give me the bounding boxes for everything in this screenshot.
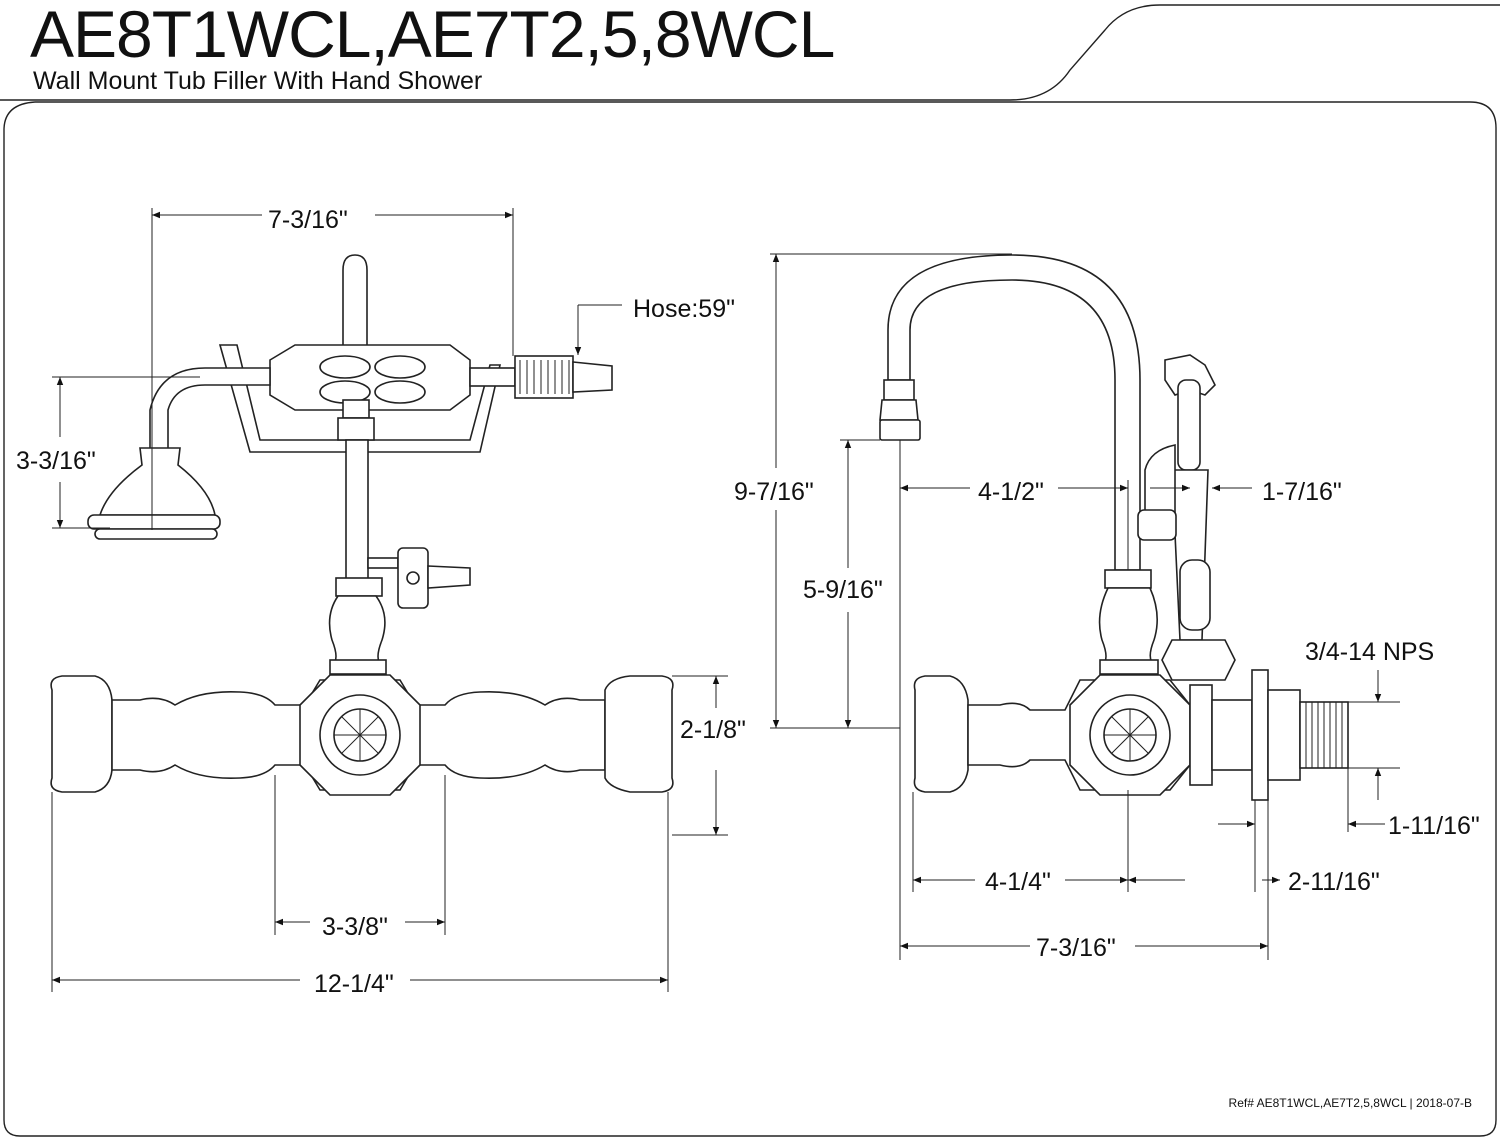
dim-width-top: 7-3/16" (268, 206, 348, 234)
dim-inlet-depth: 2-11/16" (1288, 868, 1380, 896)
dim-handshower-height: 3-3/16" (16, 447, 96, 475)
dim-center-spacing: 3-3/8" (322, 913, 388, 941)
dim-body-height: 2-1/8" (680, 716, 746, 744)
dim-spout-reach: 4-1/2" (978, 478, 1044, 506)
side-view-dimensions: 9-7/16" 5-9/16" 4-1/2" 1-7/16" 3/4-14 NP… (734, 253, 1480, 962)
dim-thread-length: 1-11/16" (1388, 812, 1480, 840)
dim-overall-width: 12-1/4" (314, 970, 394, 998)
reference-footer: Ref# AE8T1WCL,AE7T2,5,8WCL | 2018-07-B (1228, 1096, 1472, 1110)
dim-thread: 3/4-14 NPS (1305, 638, 1434, 666)
front-view (50, 254, 674, 796)
dim-hose: Hose:59" (633, 295, 735, 323)
side-view (879, 254, 1349, 801)
title-frame (0, 4, 1500, 101)
front-view-dimensions: 7-3/16" Hose:59" 3-3/16" 2-1/8" 3-3/8" 1… (16, 206, 746, 998)
dim-spout-height: 5-9/16" (803, 576, 883, 604)
drawing-frame (3, 101, 1497, 1137)
dim-overall-height: 9-7/16" (734, 478, 814, 506)
page-title: AE8T1WCL,AE7T2,5,8WCL (30, 0, 835, 71)
page-subtitle: Wall Mount Tub Filler With Hand Shower (33, 67, 483, 95)
dim-overall-depth: 7-3/16" (1036, 934, 1116, 962)
dim-body-depth: 4-1/4" (985, 868, 1051, 896)
dim-holder-offset: 1-7/16" (1262, 478, 1342, 506)
